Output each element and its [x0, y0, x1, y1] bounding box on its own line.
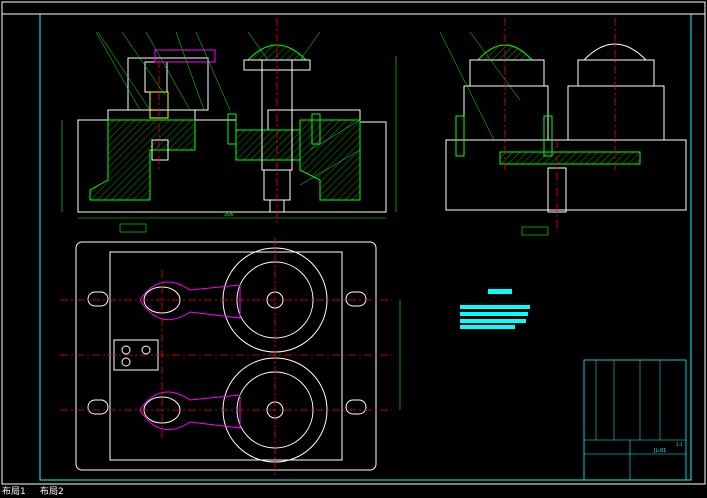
- hex-nut: [151, 139, 169, 161]
- title-block-frame: [583, 359, 687, 481]
- notes-line: [460, 305, 530, 309]
- port-hole: [121, 345, 131, 355]
- notes-line: [460, 312, 528, 316]
- locating-pin: [455, 115, 465, 157]
- magenta-block: [154, 49, 216, 63]
- side-upper-left: [463, 85, 549, 141]
- port-hole: [141, 345, 151, 355]
- leader-line: [299, 149, 361, 186]
- mounting-slot: [345, 291, 367, 307]
- upper-link-arm: [139, 281, 241, 321]
- center-hatch-region: [235, 129, 301, 161]
- notes-heading-bar: [488, 289, 512, 294]
- right-hatch-region: [299, 119, 361, 201]
- lower-link-arm: [139, 391, 241, 431]
- layout-tab-2[interactable]: 布局2: [40, 487, 64, 497]
- sheet-border: [1, 1, 706, 485]
- left-hatch-region: [89, 119, 196, 201]
- leader-line: [247, 31, 269, 61]
- technical-notes: [460, 289, 530, 329]
- side-plate-left: [469, 59, 545, 87]
- datum-symbol: [521, 226, 549, 236]
- mounting-slot: [87, 399, 109, 415]
- drawing-number: JL-01: [653, 448, 666, 454]
- mounting-slot: [345, 399, 367, 415]
- plan-outline: [75, 241, 377, 471]
- leader-line: [175, 31, 205, 111]
- locating-pin: [227, 113, 237, 145]
- leader-line: [121, 31, 166, 96]
- plan-view: [60, 238, 401, 478]
- locating-pin: [543, 115, 553, 157]
- mounting-slot: [87, 291, 109, 307]
- layout-tab-bar: 布局1 布局2: [0, 486, 707, 498]
- leader-line: [299, 31, 321, 61]
- notes-line: [460, 325, 515, 329]
- clamp-jaw: [144, 61, 168, 93]
- front-section-view: 356: [61, 18, 397, 233]
- dimension-text: 356: [224, 212, 234, 218]
- leader-line: [309, 119, 361, 151]
- layout-tab-1[interactable]: 布局1: [2, 487, 26, 497]
- plan-inner: [109, 251, 343, 461]
- leader-line: [439, 31, 495, 141]
- leader-lines: [95, 31, 141, 111]
- leader-line: [97, 31, 151, 111]
- leader-line: [195, 31, 231, 111]
- leader-line: [145, 31, 191, 111]
- datum-symbol: [119, 223, 147, 233]
- drawing-scale: 1:1: [676, 442, 683, 447]
- notes-line: [460, 319, 526, 323]
- side-upper-right: [567, 85, 665, 141]
- side-plate-right: [577, 59, 655, 87]
- port-hole: [121, 357, 131, 367]
- locating-pin: [311, 113, 321, 145]
- side-section-view: [439, 18, 687, 236]
- side-hatch-bar: [499, 151, 641, 165]
- leader-line: [469, 31, 521, 101]
- title-block: JL-01 1:1: [583, 359, 687, 481]
